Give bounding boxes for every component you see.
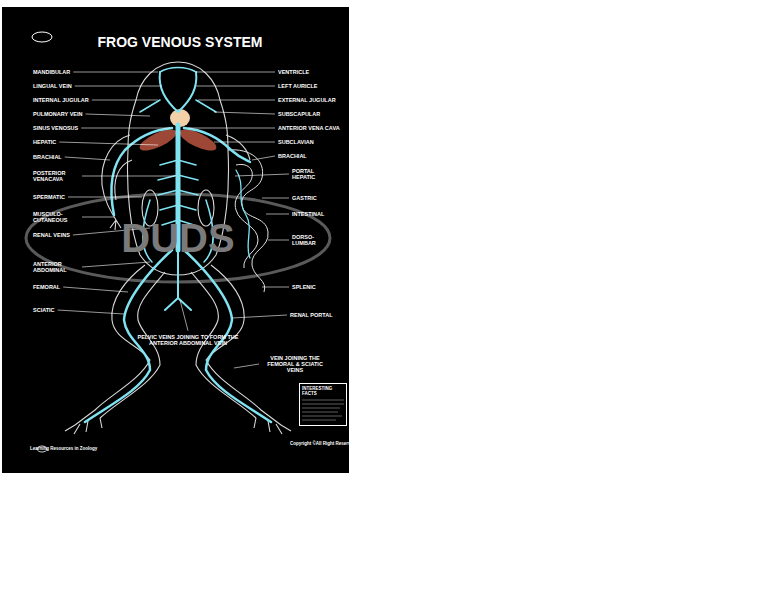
- part-label: EXTERNAL JUGULAR: [278, 97, 336, 103]
- leader-line: [82, 176, 175, 177]
- part-label: PORTAL HEPATIC: [292, 168, 332, 181]
- leader-line: [234, 364, 259, 368]
- poster-ground: [2, 7, 349, 473]
- part-label: ANTERIOR ABDOMINAL: [33, 261, 79, 274]
- part-label: SPLENIC: [292, 284, 316, 290]
- part-label: FEMORAL: [33, 284, 60, 290]
- part-label: PELVIC VEINS JOINING TO FORM THE ANTERIO…: [132, 334, 244, 347]
- part-label: PULMONARY VEIN: [33, 111, 83, 117]
- title: FROG VENOUS SYSTEM: [98, 34, 263, 50]
- part-label: Copyright ©All Right Reserved: [290, 441, 356, 446]
- leader-line: [73, 72, 158, 73]
- facts-box: INTERESTING FACTS: [299, 383, 347, 426]
- part-label: RENAL VEINS: [33, 232, 70, 238]
- part-label: INTESTINAL: [292, 211, 324, 217]
- part-label: BRACHIAL: [278, 153, 307, 159]
- leader-line: [188, 128, 275, 129]
- leader-line: [59, 142, 158, 145]
- part-label: BRACHIAL: [33, 154, 62, 160]
- facts-lines: [302, 400, 344, 420]
- leader-line: [81, 128, 170, 129]
- leader-line: [262, 198, 289, 199]
- leader-line: [235, 174, 289, 176]
- part-label: SPERMATIC: [33, 194, 65, 200]
- part-label: GASTRIC: [292, 195, 317, 201]
- part-label: RENAL PORTAL: [290, 312, 333, 318]
- part-label: SUBSCAPULAR: [278, 111, 320, 117]
- leader-line: [196, 72, 275, 73]
- leader-line: [82, 262, 150, 267]
- box-heading: INTERESTING FACTS: [300, 384, 346, 397]
- part-label: SINUS VENOSUS: [33, 125, 78, 131]
- leader-lines: [58, 72, 289, 368]
- part-label: MUSCULO-CUTANEOUS: [33, 211, 79, 224]
- part-label: DORSO-LUMBAR: [292, 234, 332, 247]
- leader-line: [232, 315, 287, 318]
- part-label: POSTERIOR VENACAVA: [33, 170, 79, 183]
- veins: [85, 68, 271, 423]
- leader-line: [266, 214, 289, 215]
- leader-line: [198, 100, 275, 101]
- part-label: HEPATIC: [33, 139, 56, 145]
- leader-line: [65, 157, 110, 160]
- leader-line: [92, 100, 158, 101]
- frog-outline: [65, 62, 291, 434]
- part-label: LINGUAL VEIN: [33, 83, 72, 89]
- leader-line: [196, 86, 275, 87]
- leader-line: [82, 217, 114, 218]
- leader-line: [252, 156, 275, 160]
- leader-line: [75, 86, 162, 87]
- part-label: VENTRICLE: [278, 69, 309, 75]
- part-label: ANTERIOR VENA CAVA: [278, 125, 340, 131]
- leader-line: [63, 287, 128, 292]
- part-label: LEFT AURICLE: [278, 83, 318, 89]
- part-label: Learning Resources in Zoology: [30, 446, 97, 451]
- part-label: INTERNAL JUGULAR: [33, 97, 89, 103]
- leader-line: [214, 112, 275, 114]
- part-label: VEIN JOINING THE FEMORAL & SCIATIC VEINS: [262, 355, 328, 374]
- leader-line: [262, 287, 289, 288]
- leader-line: [180, 300, 188, 331]
- leader-line: [58, 310, 124, 314]
- leader-line: [268, 240, 289, 241]
- logo: [32, 32, 52, 42]
- leader-line: [86, 114, 150, 116]
- leader-line: [68, 197, 142, 198]
- watermark: DUDS: [121, 215, 234, 261]
- part-label: MANDIBULAR: [33, 69, 70, 75]
- part-label: SUBCLAVIAN: [278, 139, 314, 145]
- part-label: SCIATIC: [33, 307, 55, 313]
- leader-line: [214, 142, 275, 143]
